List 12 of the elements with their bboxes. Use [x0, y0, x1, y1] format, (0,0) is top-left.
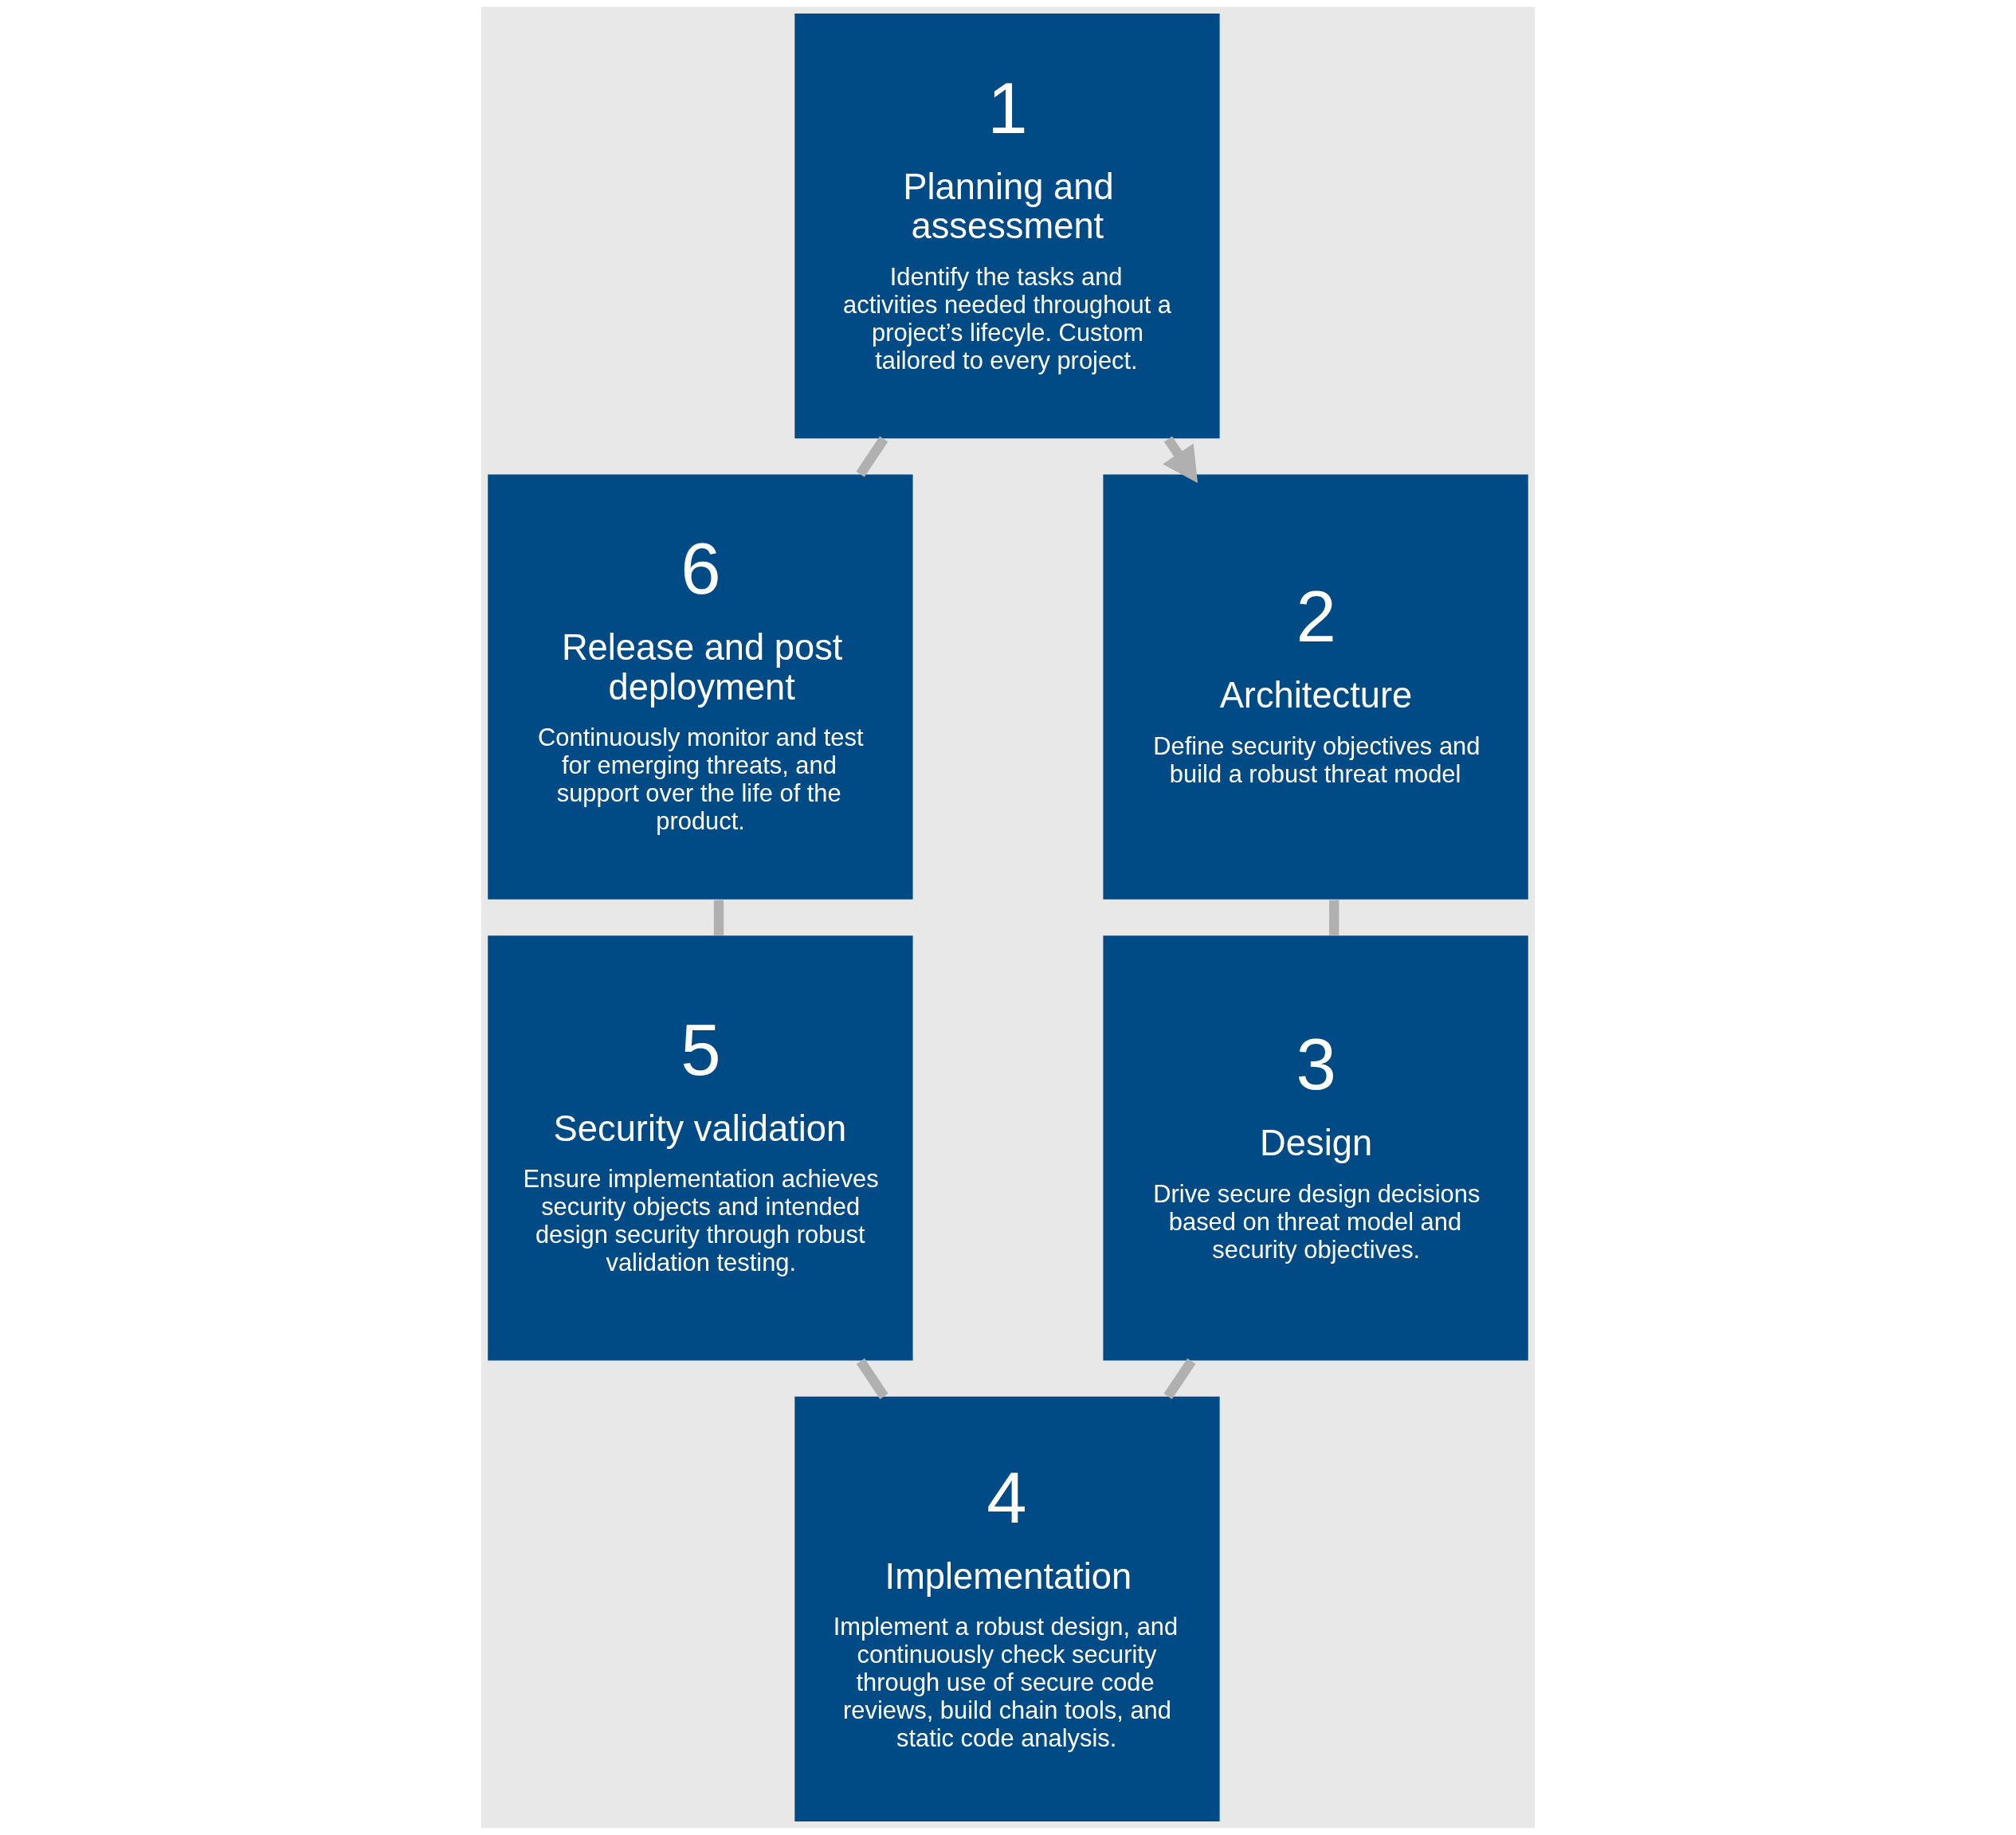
node-box: 5 Security validation Ensure implementation achieves security objects and intended design security through robust validation testing. [488, 935, 913, 1361]
connector [1163, 1358, 1196, 1399]
connector [1329, 900, 1339, 935]
node-box: 4 Implementation Implement a robust design, and continuously check security through use of secure code reviews, build chain tools, and static code analysis. [794, 1396, 1220, 1822]
node-box: 1 Planning and assessment Identify the tasks and activities needed throughout a project’s lifecyle. Custom tailored to every project. [794, 13, 1220, 439]
connector [856, 1358, 888, 1399]
arrow [1163, 436, 1198, 484]
connector [713, 900, 724, 935]
node-box: 2 Architecture Define security objectives and build a robust threat model [1103, 474, 1528, 900]
node-box: 6 Release and post deployment Continuously monitor and test for emerging threats, and support over the life of the product. [488, 474, 913, 900]
connector [856, 436, 888, 477]
node-box: 3 Design Drive secure design decisions based on threat model and security objectives. [1103, 935, 1528, 1361]
